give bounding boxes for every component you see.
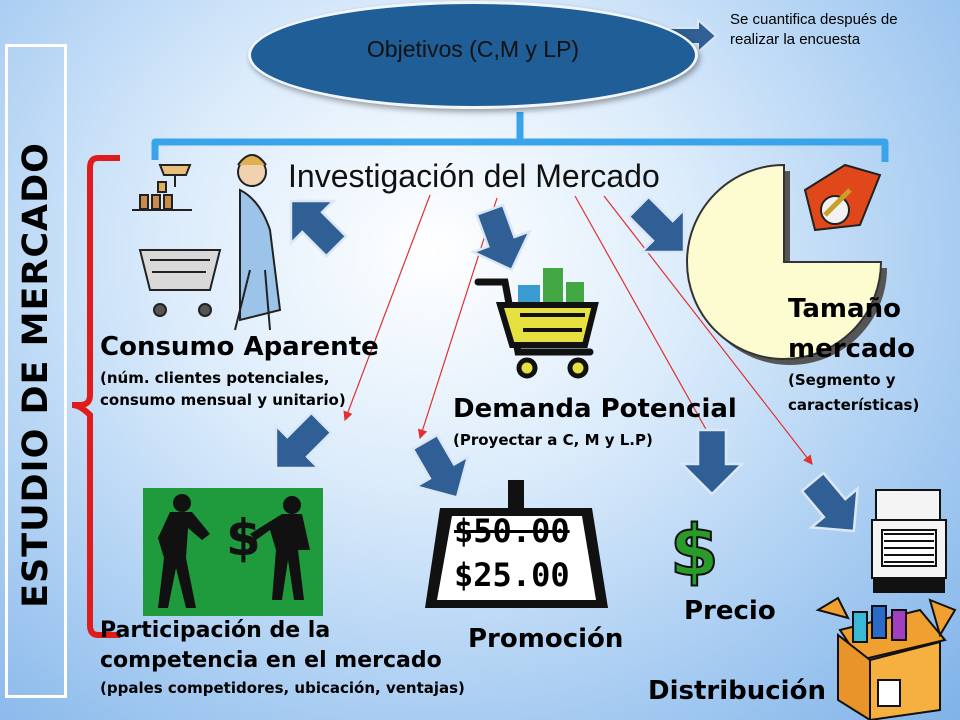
svg-text:$: $ (226, 509, 261, 567)
red-arrow-1 (343, 194, 431, 422)
truck-icon (871, 489, 947, 593)
dollar-icon: $ (669, 509, 720, 593)
tamano-line2: mercado (788, 334, 915, 364)
consumo-title: Consumo Aparente (100, 332, 379, 362)
participacion-line1: Participación de la (100, 618, 331, 643)
tamano-line1: Tamaño (788, 294, 901, 324)
box-icon (815, 596, 957, 720)
price-tag-icon (425, 480, 608, 608)
consumo-line2: consumo mensual y unitario) (100, 391, 346, 409)
objectives-ellipse (248, 1, 698, 109)
shopping-cart-icon (474, 268, 599, 379)
objectives-label: Objetivos (C,M y LP) (366, 36, 580, 62)
tamano-sub1: (Segmento y (788, 371, 896, 389)
distribucion-label: Distribución (648, 676, 826, 706)
tamano-sub2: características) (788, 396, 920, 414)
demanda-sub: (Proyectar a C, M y L.P) (453, 431, 653, 449)
red-brace (71, 155, 120, 638)
participacion-sub: (ppales competidores, ubicación, ventaja… (100, 679, 465, 697)
red-arrow-3 (574, 195, 713, 442)
connector-bracket (151, 112, 889, 162)
consumo-line1: (núm. clientes potenciales, (100, 369, 330, 387)
demanda-title: Demanda Potencial (453, 394, 737, 424)
svg-text:$: $ (670, 510, 719, 592)
side-title-frame (5, 44, 67, 698)
price-new: $25.00 (454, 556, 570, 594)
survey-note-line1: Se cuantifica después de (730, 11, 898, 28)
promocion-label: Promoción (468, 624, 624, 654)
precio-label: Precio (684, 596, 776, 626)
survey-note: Se cuantifica después de realizar la enc… (730, 10, 960, 50)
block-arrows (274, 195, 860, 533)
price-old: $50.00 (454, 512, 570, 550)
market-research-heading: Investigación del Mercado (288, 158, 660, 194)
red-arrow-4 (603, 195, 813, 465)
participacion-line2: competencia en el mercado (100, 648, 442, 673)
handshake-dispute-icon: $ (143, 488, 323, 616)
survey-note-line2: realizar la encuesta (730, 31, 861, 48)
pie-chart-icon (686, 163, 887, 365)
shopper-icon (132, 154, 282, 331)
